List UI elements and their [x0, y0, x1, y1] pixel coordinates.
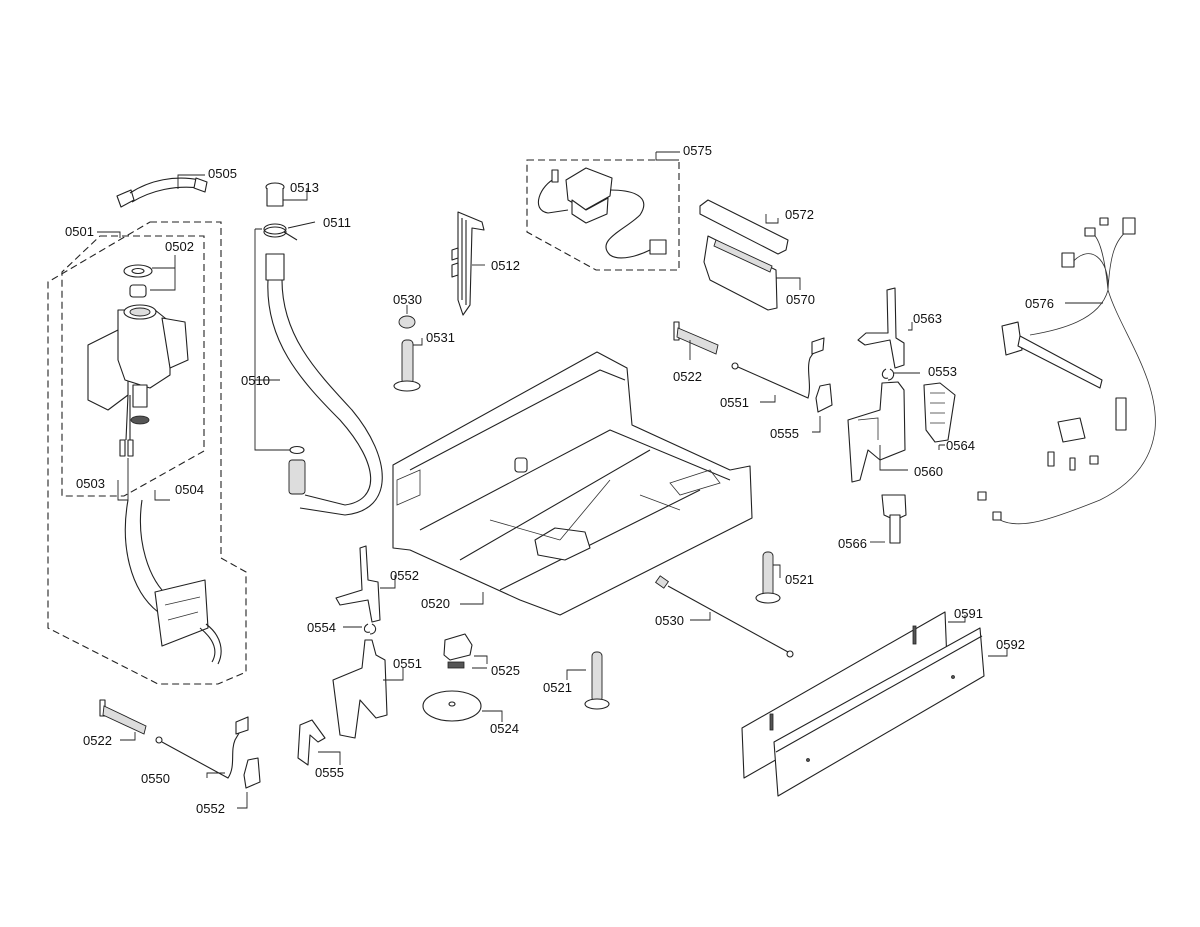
leader-lines [97, 151, 1103, 809]
part-label-0553[interactable]: 0552 [390, 568, 419, 583]
bracket-0560 [847, 381, 906, 483]
group-outline-0501 [47, 221, 247, 685]
part-label-0511[interactable]: 0511 [323, 215, 351, 230]
inlet-hose-0505 [116, 177, 208, 208]
latch-0555-lower [243, 757, 261, 789]
inlet-valve-body [87, 304, 189, 457]
part-label-0503[interactable]: 0503 [76, 476, 105, 491]
latch-0554 [297, 719, 326, 766]
cable-0551-lower [155, 716, 249, 779]
part-label-0566[interactable]: 0566 [838, 536, 867, 551]
part-label-0530-upper[interactable]: 0530 [393, 292, 422, 307]
kickplate-0592 [773, 627, 985, 797]
spring-0522-upper [673, 321, 719, 355]
part-label-0522-lower[interactable]: 0522 [83, 733, 112, 748]
aquastop-hose-0504 [124, 499, 222, 665]
part-label-0554[interactable]: 0555 [315, 765, 344, 780]
hinge-0553 [335, 545, 381, 623]
part-label-0572[interactable]: 0572 [785, 207, 814, 222]
screw-0531 [393, 339, 421, 392]
base-tub-0520 [392, 351, 753, 616]
module-0575 [537, 167, 667, 259]
part-label-0501[interactable]: 0501 [65, 224, 94, 239]
washer-0502 [123, 264, 153, 298]
wiring-harness-0576 [977, 217, 1156, 525]
part-label-0522-upper[interactable]: 0522 [673, 369, 702, 384]
part-label-0531[interactable]: 0531 [426, 330, 455, 345]
hinge-0563 [857, 287, 905, 369]
part-label-0555-upper[interactable]: 0555 [770, 426, 799, 441]
part-label-0591[interactable]: 0591 [954, 606, 983, 621]
sensor-0566 [881, 494, 907, 544]
part-label-0504[interactable]: 0504 [175, 482, 204, 497]
spring-0522-lower [99, 699, 147, 735]
part-label-0551-lower[interactable]: 0550 [141, 771, 170, 786]
part-label-0575[interactable]: 0575 [683, 143, 712, 158]
panel-0572 [699, 199, 789, 255]
part-label-0502[interactable]: 0502 [165, 239, 194, 254]
part-label-0563[interactable]: 0563 [913, 311, 942, 326]
part-label-0512[interactable]: 0512 [491, 258, 520, 273]
cover-0525 [443, 633, 473, 669]
part-label-0550[interactable]: 0551 [393, 656, 422, 671]
part-label-0520[interactable]: 0520 [421, 596, 450, 611]
part-label-0552-lower[interactable]: 0554 [307, 620, 336, 635]
part-label-0555-lower[interactable]: 0552 [196, 801, 225, 816]
cap-0513 [265, 182, 285, 207]
spring-clip-0552-upper [881, 368, 895, 381]
part-label-0524[interactable]: 0524 [490, 721, 519, 736]
part-label-0552-upper[interactable]: 0553 [928, 364, 957, 379]
part-label-0570[interactable]: 0570 [786, 292, 815, 307]
part-label-0521-lower[interactable]: 0521 [543, 680, 572, 695]
part-label-0521-upper[interactable]: 0521 [785, 572, 814, 587]
hose-clamp-0511 [263, 223, 298, 241]
part-label-0530-lower[interactable]: 0530 [655, 613, 684, 628]
screw-0521-upper [755, 551, 781, 604]
part-label-0564[interactable]: 0564 [946, 438, 975, 453]
part-label-0513[interactable]: 0513 [290, 180, 319, 195]
group-outline-0504 [61, 235, 205, 497]
part-label-0551-upper[interactable]: 0551 [720, 395, 749, 410]
part-label-0560[interactable]: 0560 [914, 464, 943, 479]
disc-0524 [422, 690, 482, 722]
part-label-0592[interactable]: 0592 [996, 637, 1025, 652]
part-label-0525[interactable]: 0525 [491, 663, 520, 678]
bracket-0550 [332, 639, 388, 739]
bracket-0570 [703, 235, 778, 311]
part-label-0505[interactable]: 0505 [208, 166, 237, 181]
group-outline-0575 [526, 159, 680, 271]
rod-0530 [654, 575, 794, 658]
part-label-0510[interactable]: 0510 [241, 373, 270, 388]
float-bracket-0512 [451, 211, 485, 316]
screw-0521-lower [584, 651, 610, 710]
spring-clip-0552-lower [363, 623, 377, 635]
nut-0530 [398, 315, 416, 329]
drain-hose-0510 [265, 253, 383, 516]
cable-0551-upper [731, 337, 825, 399]
part-label-0576[interactable]: 0576 [1025, 296, 1054, 311]
latch-0555-upper [815, 383, 833, 413]
connector-0564 [923, 382, 956, 443]
